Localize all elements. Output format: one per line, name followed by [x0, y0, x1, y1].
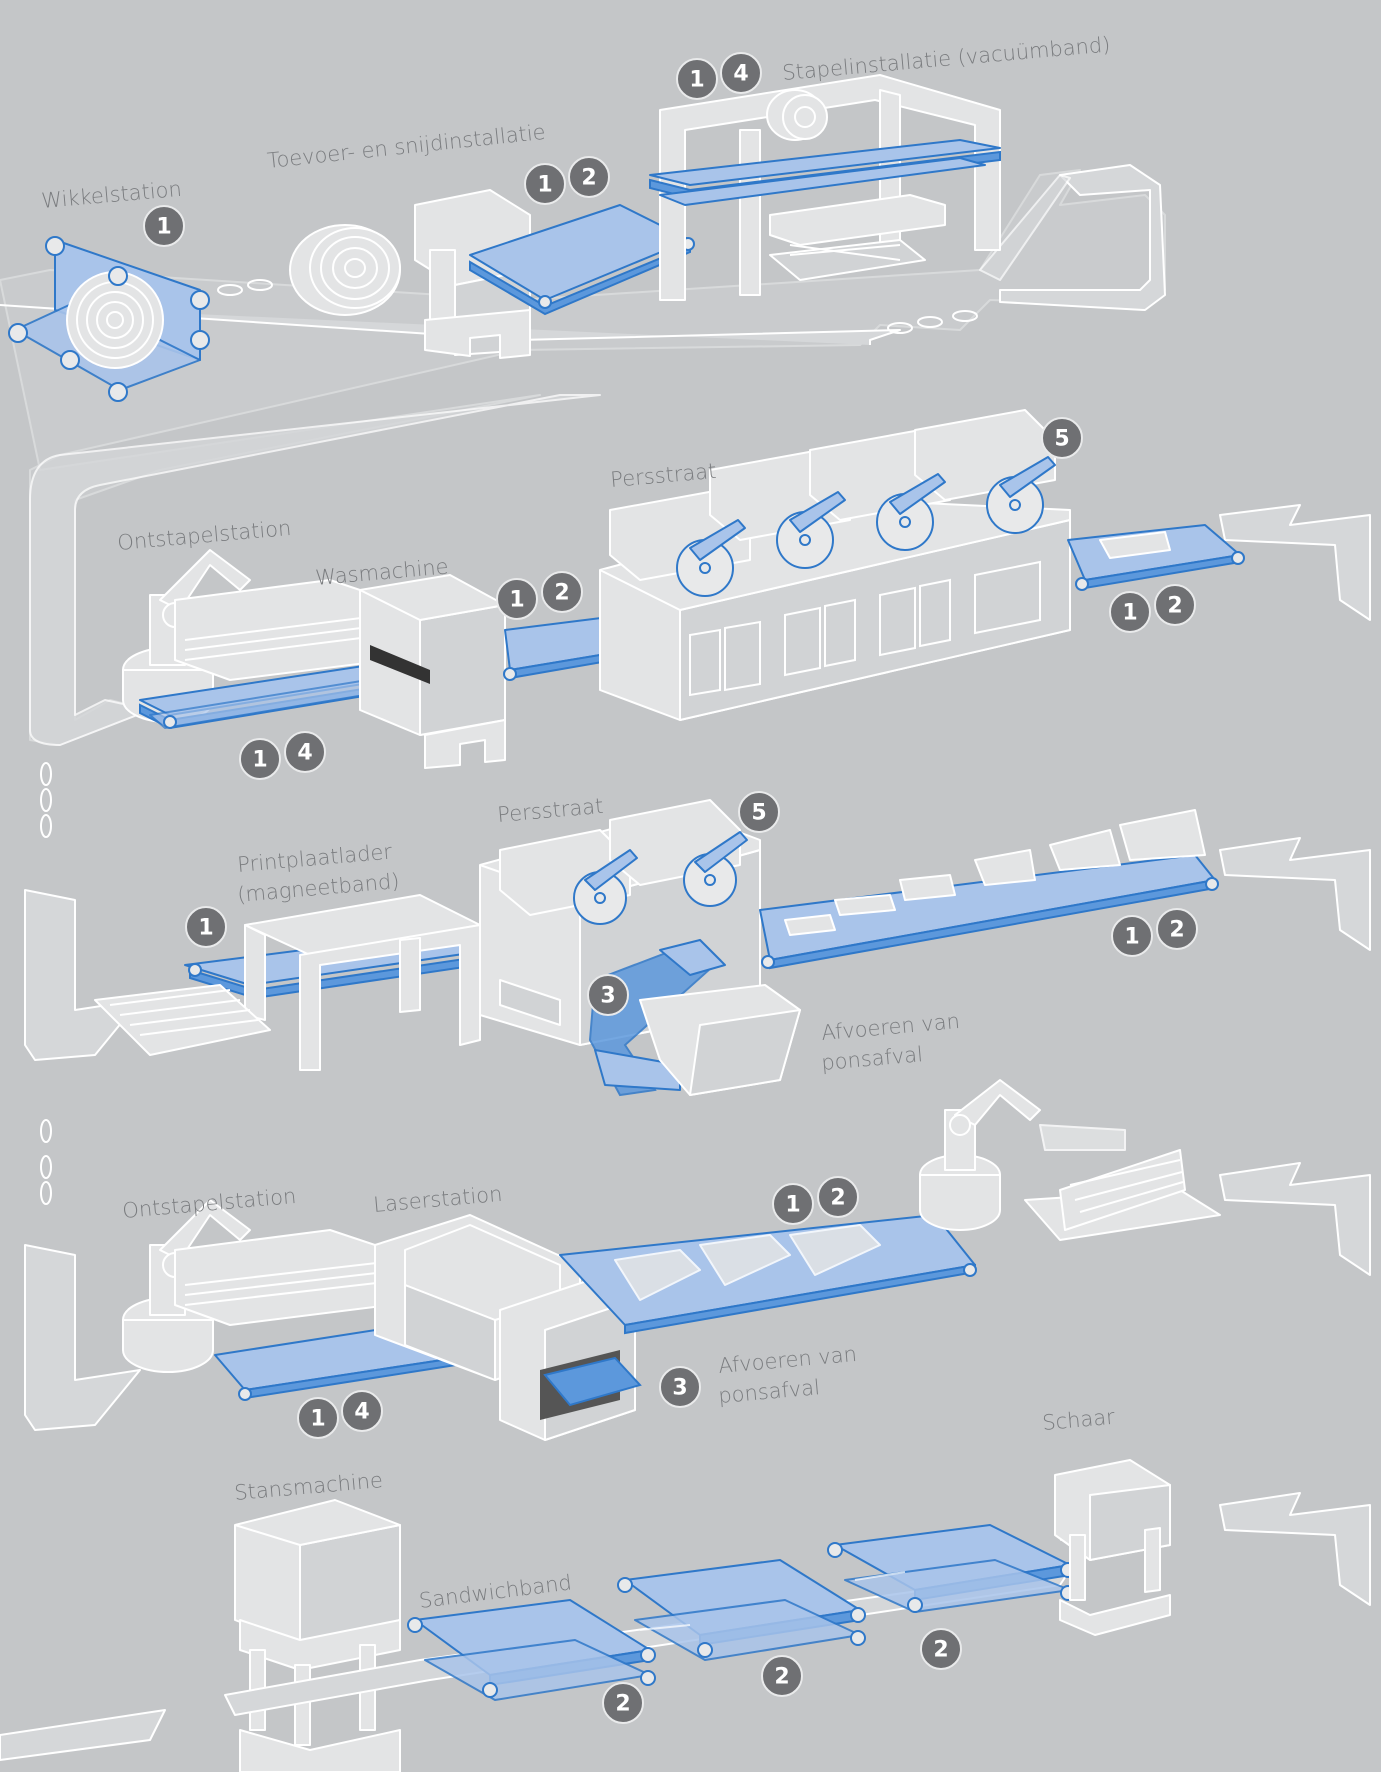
label-persstraat-2: Persstraat: [496, 794, 604, 827]
schaar: [1055, 1460, 1170, 1635]
label-stansmachine: Stansmachine: [233, 1468, 383, 1505]
badge: 1: [525, 164, 565, 204]
svg-text:2: 2: [933, 1638, 948, 1663]
svg-text:1: 1: [537, 173, 552, 198]
svg-text:1: 1: [1122, 601, 1137, 626]
badge: 1: [186, 907, 226, 947]
badge: 4: [285, 732, 325, 772]
badge: 1: [298, 1398, 338, 1438]
label-stapelinstallatie: Stapelinstallatie (vacuümband): [781, 32, 1111, 85]
badge: 2: [569, 157, 609, 197]
stapelinstallatie: [650, 75, 1000, 300]
printplaatlader: [95, 895, 526, 1070]
robot-palletizer: [920, 1080, 1220, 1240]
badge: 2: [921, 1629, 961, 1669]
persstraat-1: [600, 410, 1244, 720]
label-schaar: Schaar: [1041, 1405, 1116, 1435]
badge: 2: [1155, 585, 1195, 625]
svg-text:4: 4: [354, 1400, 369, 1425]
badge: 2: [818, 1177, 858, 1217]
label-afvoeren-2b: ponsafval: [717, 1375, 821, 1408]
svg-text:1: 1: [198, 916, 213, 941]
svg-text:2: 2: [830, 1186, 845, 1211]
badge: 5: [1042, 418, 1082, 458]
svg-text:4: 4: [297, 741, 312, 766]
svg-text:4: 4: [733, 62, 748, 87]
svg-text:1: 1: [156, 215, 171, 240]
svg-text:1: 1: [689, 68, 704, 93]
svg-text:2: 2: [1167, 594, 1182, 619]
label-afvoeren-1a: Afvoeren van: [820, 1009, 960, 1045]
stansmachine: [235, 1500, 400, 1772]
badge: 1: [497, 579, 537, 619]
badge: 2: [542, 572, 582, 612]
badge: 1: [1112, 916, 1152, 956]
svg-text:2: 2: [774, 1665, 789, 1690]
svg-text:1: 1: [509, 588, 524, 613]
svg-text:5: 5: [751, 801, 766, 826]
badge: 1: [1110, 592, 1150, 632]
label-persstraat-1: Persstraat: [609, 459, 717, 492]
svg-text:1: 1: [252, 748, 267, 773]
svg-text:2: 2: [615, 1692, 630, 1717]
label-toevoer: Toevoer- en snijdinstallatie: [266, 120, 547, 173]
svg-text:2: 2: [1169, 918, 1184, 943]
badge: 4: [721, 53, 761, 93]
label-laserstation: Laserstation: [372, 1182, 503, 1217]
svg-text:1: 1: [1124, 925, 1139, 950]
badge: 3: [660, 1367, 700, 1407]
svg-text:1: 1: [310, 1407, 325, 1432]
svg-text:1: 1: [785, 1193, 800, 1218]
label-afvoeren-1b: ponsafval: [820, 1042, 924, 1075]
svg-text:2: 2: [581, 166, 596, 191]
svg-text:3: 3: [600, 984, 615, 1009]
badge: 1: [773, 1184, 813, 1224]
badge: 3: [588, 975, 628, 1015]
badge: 2: [603, 1683, 643, 1723]
svg-text:3: 3: [672, 1376, 687, 1401]
label-ontstapelstation-1: Ontstapelstation: [116, 516, 292, 555]
badge: 1: [240, 739, 280, 779]
badge: 1: [677, 59, 717, 99]
svg-text:5: 5: [1054, 427, 1069, 452]
badge: 2: [1157, 909, 1197, 949]
badge: 5: [739, 792, 779, 832]
badge: 2: [762, 1656, 802, 1696]
badge: 4: [342, 1391, 382, 1431]
svg-text:2: 2: [554, 581, 569, 606]
label-afvoeren-2a: Afvoeren van: [717, 1342, 857, 1378]
badge: 1: [144, 206, 184, 246]
